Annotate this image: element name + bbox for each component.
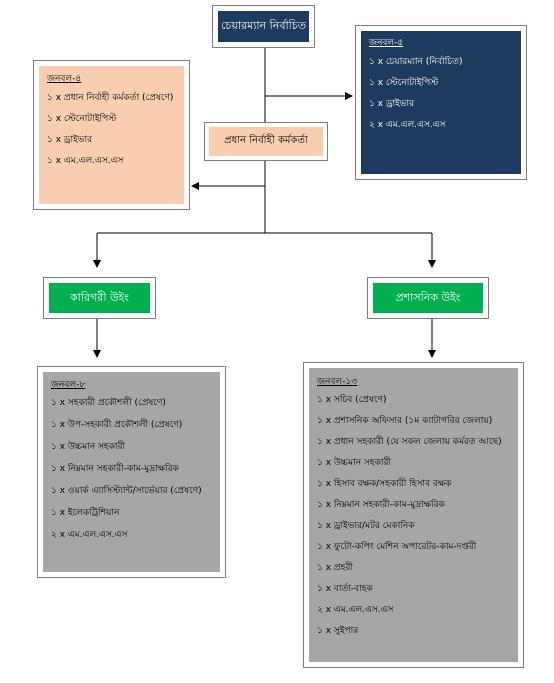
list-item: ১ x সুইপার (317, 626, 359, 636)
list-item: ১ x উচ্চমান সহকারী (51, 442, 126, 452)
chairman-staff-list: জনবল-৫ ১ x চেয়ারম্যান (নির্বাচিত) ১ x স… (361, 31, 521, 174)
list-item: ১ x প্রধান নির্বাহী কর্মকর্তা (প্রেষণে) (47, 93, 174, 103)
technical-staff-list: জনবল-৮ ১ x সহকারী প্রকৌশলী (প্রেষণে) ১ x… (43, 372, 220, 572)
list-item: ১ x ড্রাইভার (47, 135, 93, 145)
technical-wing-title: কারিগরী উইং (49, 283, 150, 313)
list-item: ১ x হিসাব রক্ষক/সহকারী হিসাব রক্ষক (317, 479, 452, 489)
chairman-staff-node: জনবল-৫ ১ x চেয়ারম্যান (নির্বাচিত) ১ x স… (355, 25, 527, 180)
list-item: ১ x ফুটো-কপিং মেশিন অপারেটর-কাম-দপ্তরী (317, 542, 477, 552)
list-item: ১ x নিম্নমান সহকারী-কাম-মুদ্রাক্ষরিক (317, 500, 445, 510)
list-item: ১ x এম.এল.এস.এস (47, 156, 124, 166)
list-item: ১ x নিম্নমান সহকারী-কাম-মুদ্রাক্ষরিক (51, 464, 179, 474)
list-item: ২ x এম.এল.এস.এস (317, 605, 394, 615)
admin-staff-header: জনবল-১৩ (317, 377, 358, 387)
list-item: ১ x উচ্চমান সহকারী (317, 458, 392, 468)
list-item: ২ x এম.এল.এস.এস (369, 120, 446, 130)
list-item: ১ x সহকারী প্রকৌশলী (প্রেষণে) (51, 398, 166, 408)
technical-staff-header: জনবল-৮ (51, 380, 86, 390)
chairman-title: চেয়ারম্যান নির্বাচিত (218, 11, 309, 42)
list-item: ১ x প্রহরী (317, 563, 353, 573)
chairman-staff-header: জনবল-৫ (369, 38, 404, 48)
admin-wing-title: প্রশাসনিক উইং (373, 283, 483, 313)
list-item: ১ x চেয়ারম্যান (নির্বাচিত) (369, 57, 463, 67)
ceo-staff-node: জনবল-৪ ১ x প্রধান নির্বাহী কর্মকর্তা (প্… (33, 60, 190, 210)
list-item: ১ x সচিব (প্রেষণে) (317, 395, 387, 405)
list-item: ১ x স্টেনোটাইপিস্ট (47, 114, 117, 124)
list-item: ১ x প্রশাসনিক অফিসার (১ম ক্যাটাগরির জেলা… (317, 416, 493, 426)
chairman-node: চেয়ারম্যান নির্বাচিত (212, 5, 315, 48)
list-item: ২ x এম.এল.এস.এস (51, 530, 128, 540)
ceo-staff-list: জনবল-৪ ১ x প্রধান নির্বাহী কর্মকর্তা (প্… (39, 66, 184, 204)
list-item: ১ x ড্রাইভার (369, 99, 415, 109)
list-item: ১ x উপ-সহকারী প্রকৌশলী (প্রেষণে) (51, 420, 183, 430)
list-item: ১ x স্টেনোটাইপিস্ট (369, 78, 439, 88)
admin-staff-node: জনবল-১৩ ১ x সচিব (প্রেষণে) ১ x প্রশাসনিক… (303, 362, 524, 668)
ceo-title: প্রধান নির্বাহী কর্মকর্তা (209, 127, 323, 156)
list-item: ১ x বার্তা-বাহক (317, 584, 373, 594)
technical-wing-node: কারিগরী উইং (43, 277, 156, 319)
technical-staff-node: জনবল-৮ ১ x সহকারী প্রকৌশলী (প্রেষণে) ১ x… (37, 366, 226, 578)
ceo-node: প্রধান নির্বাহী কর্মকর্তা (204, 122, 328, 161)
list-item: ১ x প্রধান সহকারী (যে সকল জেলায় কর্মরত … (317, 437, 502, 447)
list-item: ১ x ইলেকট্রিশিয়ান (51, 508, 120, 518)
admin-wing-node: প্রশাসনিক উইং (367, 277, 489, 319)
admin-staff-list: জনবল-১৩ ১ x সচিব (প্রেষণে) ১ x প্রশাসনিক… (309, 368, 518, 662)
list-item: ১ x ড্রাইভার/মটর মেকানিক (317, 521, 415, 531)
ceo-staff-header: জনবল-৪ (47, 74, 82, 84)
list-item: ১ x ওয়ার্ক এ্যাসিস্ট্যান্ট/সার্ভেয়ার (… (51, 486, 202, 496)
